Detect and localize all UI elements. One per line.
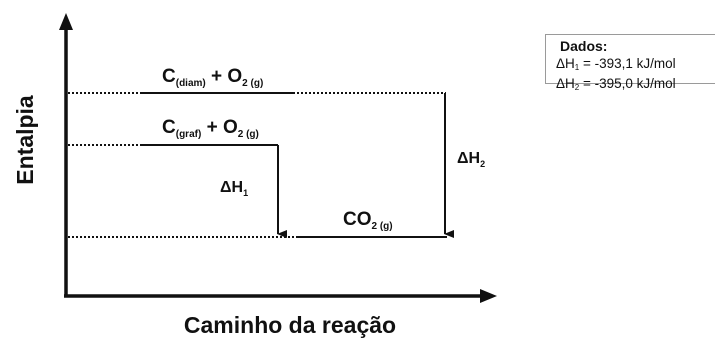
dh2-label: ΔH2 bbox=[457, 150, 485, 169]
product-level-label: CO2 (g) bbox=[343, 209, 393, 232]
graphite-carbon-subscript: (graf) bbox=[176, 129, 202, 140]
dh2-subscript: 2 bbox=[480, 159, 485, 169]
dh2-symbol: ΔH bbox=[457, 150, 480, 167]
diamond-plus: + bbox=[206, 66, 228, 87]
graphite-oxygen-symbol: O bbox=[223, 117, 238, 138]
data-dh1-value: = -393,1 kJ/mol bbox=[579, 56, 676, 71]
y-axis-arrowhead bbox=[59, 13, 73, 30]
x-axis-title: Caminho da reação bbox=[184, 312, 396, 338]
diamond-carbon-symbol: C bbox=[162, 66, 176, 87]
data-dh2-value: = -395,0 kJ/mol bbox=[579, 76, 676, 91]
dh1-symbol: ΔH bbox=[220, 179, 243, 196]
dh1-subscript: 1 bbox=[243, 188, 248, 198]
graphite-carbon-symbol: C bbox=[162, 117, 176, 138]
data-dh2-subscript: 2 bbox=[574, 83, 580, 92]
data-dh1-symbol: ΔH bbox=[556, 56, 575, 71]
data-dh2-symbol: ΔH bbox=[556, 76, 575, 91]
dh1-label: ΔH1 bbox=[220, 179, 248, 198]
y-axis-title: Entalpia bbox=[12, 95, 38, 185]
graphite-plus: + bbox=[201, 117, 223, 138]
data-box-line-dh1: ΔH1 = -393,1 kJ/mol bbox=[556, 56, 715, 76]
diamond-carbon-subscript: (diam) bbox=[176, 78, 206, 89]
product-subscript: 2 (g) bbox=[372, 221, 393, 232]
graphite-oxygen-subscript: 2 (g) bbox=[238, 129, 259, 140]
x-axis-arrowhead bbox=[480, 289, 497, 303]
product-symbol: CO bbox=[343, 209, 372, 230]
data-box-line-dh2: ΔH2 = -395,0 kJ/mol bbox=[556, 76, 715, 96]
diamond-oxygen-subscript: 2 (g) bbox=[242, 78, 263, 89]
diamond-oxygen-symbol: O bbox=[227, 66, 242, 87]
graphite-level-label: C(graf) + O2 (g) bbox=[162, 117, 259, 140]
data-box: Dados: ΔH1 = -393,1 kJ/mol ΔH2 = -395,0 … bbox=[545, 34, 715, 92]
data-dh1-subscript: 1 bbox=[574, 63, 580, 72]
diamond-level-label: C(diam) + O2 (g) bbox=[162, 66, 263, 89]
data-box-title: Dados: bbox=[560, 38, 608, 54]
